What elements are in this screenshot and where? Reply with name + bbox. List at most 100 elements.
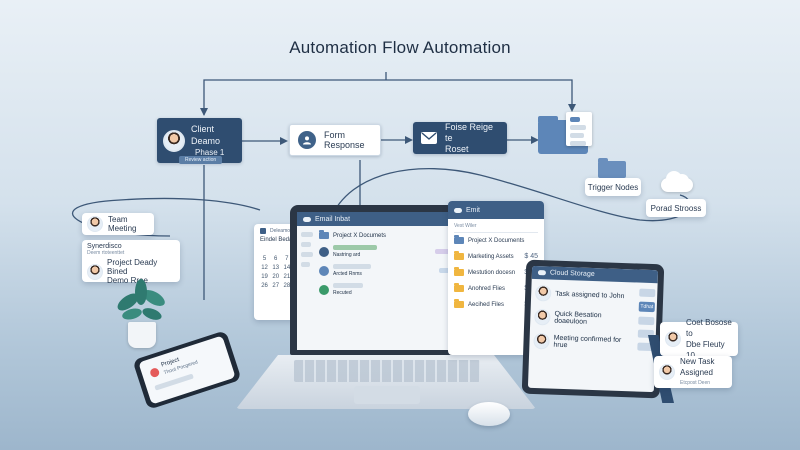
email-file-name: Mestution docesn	[468, 269, 516, 276]
mouse[interactable]	[468, 402, 510, 426]
calendar-day[interactable]: 6	[274, 256, 278, 262]
sync-line2: Demo Rree	[107, 276, 148, 285]
tablet-item-2-label: Quick Besation doaeuloon	[554, 310, 602, 326]
team-meeting-card[interactable]: Team Meeting	[82, 213, 154, 235]
tablet-avatar-3	[533, 332, 550, 350]
laptop-trackpad[interactable]	[354, 386, 420, 404]
notification-card-2[interactable]: New Task Assigned Etcpost Deen	[654, 356, 732, 388]
folder-icon	[454, 235, 464, 244]
laptop-label-3: Recuted	[333, 290, 352, 296]
form-response-label: Form Response	[324, 130, 365, 150]
notification-1-line1: Coet Bosose to	[686, 318, 732, 338]
laptop-link-icon	[319, 265, 329, 276]
document-icon	[566, 112, 592, 146]
email-file-name: Project X Documents	[468, 237, 525, 244]
laptop-header: Email Inbat	[315, 215, 351, 223]
tablet-avatar-1	[534, 284, 552, 302]
laptop-check-icon	[319, 284, 329, 295]
doc-folder-icon	[319, 230, 329, 239]
email-register-node[interactable]: Foise Reige te Roset	[413, 122, 507, 154]
calendar-day[interactable]: 7	[285, 256, 289, 262]
email-cloud-icon	[454, 207, 462, 213]
tablet: Cloud Storage Task assigned to John Quic…	[521, 259, 665, 399]
calendar-day[interactable]: 13	[272, 265, 280, 271]
email-file-name: Marketing Assets	[468, 253, 514, 260]
notification-2-line1: New Task Assigned	[680, 356, 715, 377]
calendar-day[interactable]: 21	[283, 274, 291, 280]
email-window-header: Emit	[466, 206, 480, 214]
email-search[interactable]: Vest Wiler	[454, 223, 538, 233]
notification-card-1[interactable]: Coet Bosose to Dbe Fleuty 10	[660, 318, 738, 360]
tablet-item-3[interactable]: Meeting confirmed for hrue	[533, 332, 631, 352]
laptop-cloud-icon	[303, 216, 311, 222]
email-file-name: Anohred Flies	[468, 285, 506, 292]
calendar-day[interactable]: 14	[283, 265, 291, 271]
sync-card[interactable]: Synerdisco Deem rtoteenttet Project Dead…	[82, 240, 180, 285]
mail-icon	[421, 132, 437, 144]
tablet-side-button-1[interactable]	[639, 288, 656, 298]
email-register-line2: Roset	[445, 143, 469, 154]
calendar-day[interactable]: 20	[272, 274, 280, 280]
calendar-icon	[260, 228, 266, 234]
email-file-size: $ 45	[524, 253, 538, 260]
phone-alert-icon	[148, 366, 161, 378]
calendar-day[interactable]: 27	[272, 283, 280, 289]
storage-card[interactable]: Porad Strooss	[646, 199, 706, 217]
tablet-item-2[interactable]: Quick Besation doaeuloon	[534, 308, 632, 328]
cloud-icon	[657, 168, 695, 194]
client-node-subtitle: Phase 1	[195, 147, 225, 157]
folder-node[interactable]	[538, 112, 608, 158]
tablet-header: Cloud Storage	[549, 269, 595, 279]
calendar-subheader: Eindel Beday	[260, 237, 296, 243]
laptop-label-2: Arcted Rnms	[333, 271, 362, 277]
client-node-title: Client Deamo	[191, 123, 221, 146]
laptop-label-1: Nastring ard	[333, 252, 361, 258]
trigger-folder-icon	[598, 158, 628, 178]
tablet-item-3-label: Meeting confirmed for hrue	[553, 334, 622, 350]
sync-avatar	[87, 263, 103, 280]
form-icon	[298, 131, 316, 149]
team-meeting-label: Team Meeting	[108, 215, 137, 233]
calendar-day[interactable]: 12	[261, 265, 268, 271]
calendar-day[interactable]: 5	[262, 256, 267, 262]
folder-icon	[454, 251, 464, 260]
email-register-line1: Foise Reige te	[445, 121, 494, 143]
plant-decoration	[112, 276, 170, 350]
trigger-nodes-card[interactable]: Trigger Nodes	[585, 178, 641, 196]
laptop-keyboard	[294, 360, 480, 382]
notification-1-avatar	[665, 331, 681, 347]
email-file-name: Aecihed Files	[468, 301, 505, 308]
tablet-cloud-icon	[537, 270, 547, 276]
folder-icon	[454, 283, 464, 292]
client-node-badge[interactable]: Review action	[179, 156, 223, 164]
notification-2-line2: Etcpost Deen	[680, 379, 711, 386]
tablet-avatar-2	[534, 308, 551, 326]
calendar-day[interactable]: 26	[261, 283, 268, 289]
page-title: Automation Flow Automation	[289, 38, 511, 57]
laptop-doc-title: Project X Documets	[333, 232, 387, 239]
notification-1-line2: Dbe Fleuty 10	[686, 340, 725, 360]
laptop-chat-icon	[319, 246, 329, 257]
email-file-row[interactable]: Marketing Assets $ 45	[454, 251, 538, 260]
notification-2-avatar	[659, 364, 675, 380]
sync-line1: Project Deady Bined	[107, 258, 158, 276]
form-response-node[interactable]: Form Response	[289, 124, 381, 156]
storage-label: Porad Strooss	[650, 203, 702, 213]
tablet-side-button-3[interactable]	[638, 316, 655, 326]
tablet-item-1[interactable]: Task assigned to John	[534, 284, 633, 304]
sync-subtitle: Deem rtoteenttet	[87, 250, 125, 256]
sync-title: Synerdisco	[87, 243, 122, 250]
client-avatar	[163, 129, 185, 152]
calendar-day[interactable]: 19	[261, 274, 268, 280]
email-file-row[interactable]: Project X Documents	[454, 235, 538, 244]
calendar-header: Deleamours	[270, 228, 297, 234]
client-node[interactable]: Client Deamo Phase 1 Review action	[157, 118, 242, 164]
tablet-side-button-2[interactable]: Tdhat	[638, 301, 655, 313]
trigger-nodes-label: Trigger Nodes	[587, 182, 639, 192]
calendar-day[interactable]: 28	[283, 283, 291, 289]
folder-icon	[454, 299, 464, 308]
tablet-item-1-label: Task assigned to John	[555, 290, 625, 300]
tablet-screen[interactable]: Cloud Storage Task assigned to John Quic…	[527, 265, 659, 393]
meeting-avatar	[87, 216, 103, 232]
